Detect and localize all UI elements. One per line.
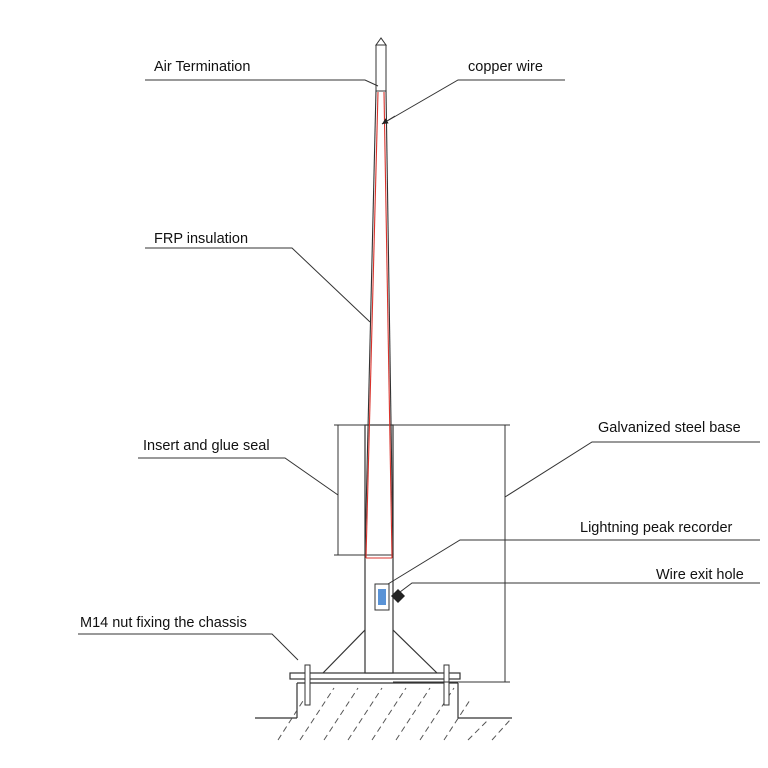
m14-bolt-right bbox=[443, 664, 450, 706]
insert-seal-dimension bbox=[334, 424, 365, 556]
base-plate bbox=[289, 672, 461, 680]
ground-foundation bbox=[255, 682, 512, 741]
label-lightning-recorder: Lightning peak recorder bbox=[580, 520, 733, 536]
steel-base-pipe bbox=[322, 424, 438, 674]
lightning-recorder-box bbox=[374, 583, 390, 611]
label-air-termination: Air Termination bbox=[154, 59, 250, 75]
m14-bolt-left bbox=[304, 664, 311, 706]
leader-lines bbox=[78, 79, 760, 661]
label-insert-glue-seal: Insert and glue seal bbox=[143, 438, 270, 454]
copper-wire-lines bbox=[365, 91, 393, 559]
copper-wire-arrow bbox=[381, 115, 396, 125]
label-m14-nut: M14 nut fixing the chassis bbox=[80, 615, 247, 631]
label-wire-exit-hole: Wire exit hole bbox=[656, 567, 744, 583]
frp-mast bbox=[364, 89, 394, 556]
label-galvanized-base: Galvanized steel base bbox=[598, 420, 741, 436]
wire-exit-hole-icon bbox=[391, 589, 405, 603]
base-dimension bbox=[393, 424, 510, 683]
label-copper-wire: copper wire bbox=[468, 59, 543, 75]
air-termination-tip bbox=[375, 37, 387, 92]
label-frp-insulation: FRP insulation bbox=[154, 231, 248, 247]
